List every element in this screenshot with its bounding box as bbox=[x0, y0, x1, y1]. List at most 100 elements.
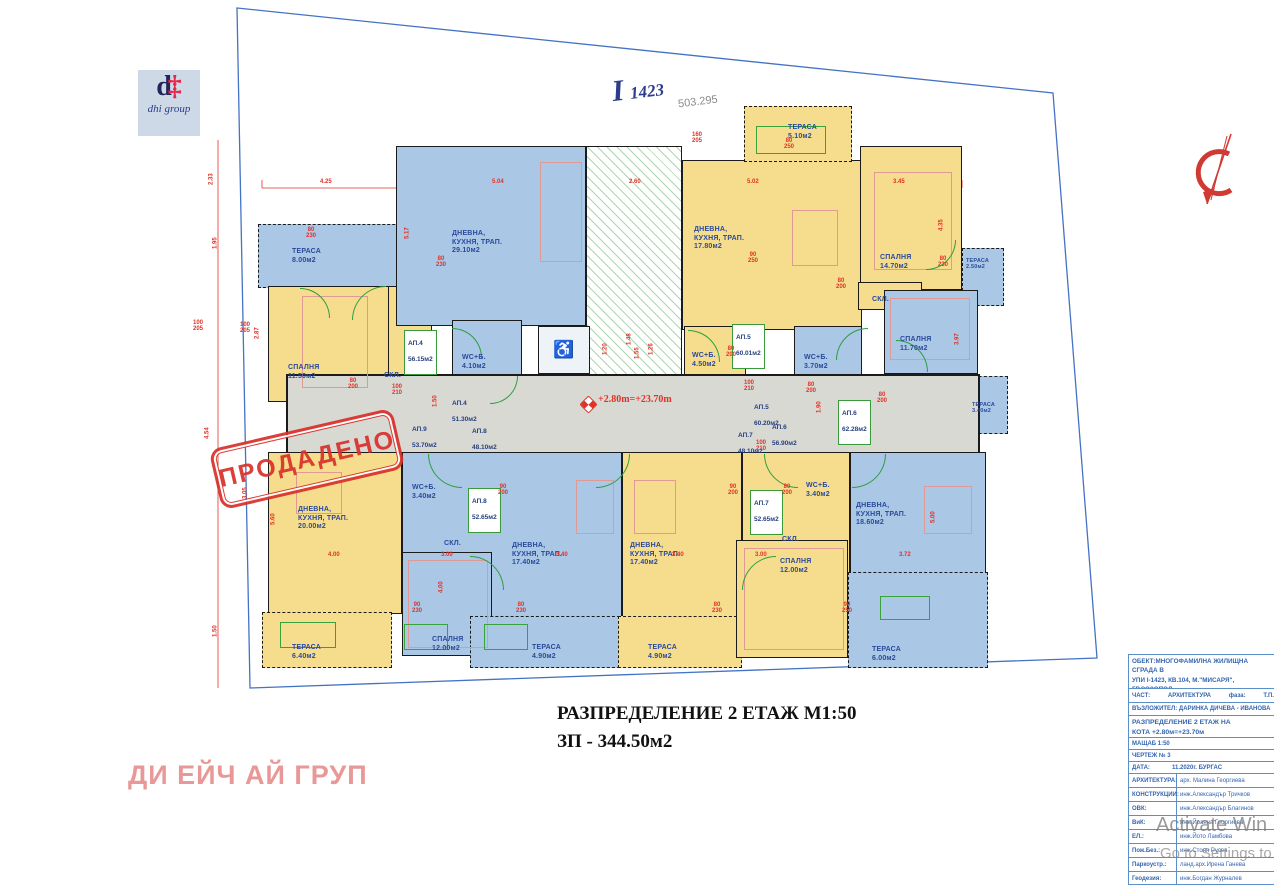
furniture-outline bbox=[404, 624, 448, 650]
dimension-label: 4.25 bbox=[320, 179, 332, 185]
titleblock-person-row: Пож.Без.: инж.Стоян Русев bbox=[1129, 844, 1274, 858]
room-label: ТЕРАСА 8.00м2 bbox=[292, 240, 321, 274]
titleblock-person-row: ВиК: инж.Йоанна Георгиева bbox=[1129, 816, 1274, 830]
room-label: WC+Б. 4.50м2 bbox=[692, 344, 716, 378]
apartment-area: 48.10м2 bbox=[472, 444, 497, 452]
dimension-label: 3.72 bbox=[899, 552, 911, 558]
room-label: СКЛ. bbox=[872, 288, 889, 313]
furniture-outline bbox=[792, 210, 838, 266]
room-block bbox=[860, 146, 962, 290]
phase-value: Т.П. bbox=[1263, 692, 1274, 699]
room-block bbox=[682, 160, 862, 330]
room-area: 17.40м2 bbox=[630, 559, 658, 567]
apartment-area: 52.65м2 bbox=[472, 514, 497, 522]
room-name: СПАЛНЯ bbox=[288, 364, 320, 372]
furniture-outline bbox=[890, 298, 970, 360]
room-label: ДНЕВНА, КУХНЯ, ТРАП. 29.10м2 bbox=[452, 222, 502, 264]
drawing-title-line1: РАЗПРЕДЕЛЕНИЕ 2 ЕТАЖ М1:50 bbox=[557, 703, 857, 724]
furniture-outline bbox=[576, 480, 614, 534]
room-name: СКЛ. bbox=[872, 296, 889, 304]
room-name: ДНЕВНА, КУХНЯ, ТРАП. bbox=[630, 542, 681, 558]
room-name: ТЕРАСА bbox=[532, 644, 562, 652]
room-label: СПАЛНЯ 11.70м2 bbox=[900, 328, 931, 362]
phase-label: фаза: bbox=[1228, 692, 1246, 699]
dimension-label: 90 250 bbox=[748, 252, 759, 265]
dimension-label: 80 230 bbox=[436, 256, 447, 269]
apartment-id: АП.6 bbox=[772, 424, 787, 432]
room-name: ТЕРАСА bbox=[872, 646, 902, 654]
dimension-label: 4.35 bbox=[938, 219, 945, 231]
apartment-label: АП.8 52.65м2 bbox=[468, 488, 501, 533]
dimension-label: 5.00 bbox=[930, 511, 937, 523]
level-mark-label: +2.80m=+23.70m bbox=[598, 394, 672, 405]
room-name: ТЕРАСА bbox=[788, 124, 818, 132]
person-name: инж.Александър Благинов bbox=[1180, 805, 1254, 812]
apartment-id: АП.5 bbox=[754, 404, 769, 412]
furniture-outline bbox=[924, 486, 972, 534]
dimension-label: 80 200 bbox=[877, 392, 888, 405]
room-block bbox=[268, 452, 402, 614]
room-label: СПАЛНЯ 11.50м2 bbox=[288, 356, 319, 390]
room-label: ДНЕВНА, КУХНЯ, ТРАП. 18.60м2 bbox=[856, 494, 906, 536]
titleblock-date-row: ДАТА: 11.2020г. БУРГАС bbox=[1129, 762, 1274, 774]
person-role: ЕЛ.: bbox=[1129, 830, 1177, 843]
dimension-label: 1.20 bbox=[602, 343, 609, 355]
title-block: ОБЕКТ:МНОГОФАМИЛНА ЖИЛИЩНА СГРАДА В УПИ … bbox=[1128, 654, 1274, 885]
furniture-outline bbox=[408, 560, 488, 648]
person-name: ланд.арх.Ирена Ганева bbox=[1180, 861, 1246, 868]
room-name: ДНЕВНА, КУХНЯ, ТРАП. bbox=[856, 502, 907, 518]
apartment-label: АП.4 56.15м2 bbox=[404, 330, 437, 375]
person-role: КОНСТРУКЦИИ: bbox=[1129, 788, 1179, 801]
room-name: ТЕРАСА bbox=[292, 644, 322, 652]
titleblock-object: ОБЕКТ:МНОГОФАМИЛНА ЖИЛИЩНА СГРАДА В УПИ … bbox=[1129, 655, 1274, 689]
room-name: ТЕРАСА bbox=[648, 644, 678, 652]
room-area: 8.00м2 bbox=[292, 256, 316, 264]
dhi-group-logo: d‡ dhi group bbox=[138, 70, 200, 136]
dimension-label: 4.00 bbox=[328, 552, 340, 558]
dimension-label: 80 200 bbox=[726, 346, 737, 359]
person-name: инж.Йоанна Георгиева bbox=[1180, 819, 1244, 826]
dimension-label: 3.40 bbox=[672, 552, 684, 558]
apartment-area: 60.20м2 bbox=[754, 420, 779, 428]
furniture-outline bbox=[880, 596, 930, 620]
dimension-label: 5.60 bbox=[270, 513, 277, 525]
dimension-label: 80 230 bbox=[516, 602, 527, 615]
apartment-area: 53.70м2 bbox=[412, 442, 437, 450]
room-name: СПАЛНЯ bbox=[880, 254, 912, 262]
room-label: WC+Б. 3.40м2 bbox=[412, 476, 436, 510]
dimension-label: 80 200 bbox=[836, 278, 847, 291]
furniture-outline bbox=[634, 480, 676, 534]
room-label: WC+Б. 3.40м2 bbox=[806, 474, 830, 508]
dimension-label: 80 200 bbox=[806, 382, 817, 395]
dimension-label: 80 230 bbox=[938, 256, 949, 269]
titleblock-client: ВЪЗЛОЖИТЕЛ: ДАРИНКА ДИЧЕВА - ИВАНОВА bbox=[1129, 703, 1274, 716]
dimension-label: 2.60 bbox=[629, 179, 641, 185]
dimension-label: 100 210 bbox=[392, 384, 403, 397]
room-name: СКЛ. bbox=[384, 372, 401, 380]
furniture-outline bbox=[874, 172, 952, 270]
titleblock-sheet: ЧЕРТЕЖ № 3 bbox=[1129, 750, 1274, 762]
room-label: ТЕРАСА 3.40м2 bbox=[972, 396, 995, 420]
dimension-label: 2.87 bbox=[254, 327, 261, 339]
dimension-label: 3.45 bbox=[893, 179, 905, 185]
room-area: 29.10м2 bbox=[452, 247, 480, 255]
titleblock-person-row: ОВК: инж.Александър Благинов bbox=[1129, 802, 1274, 816]
elevator-cell: ♿ bbox=[538, 326, 590, 374]
apartment-label: АП.4 51.30м2 bbox=[452, 392, 477, 433]
room-name: ТЕРАСА bbox=[292, 248, 322, 256]
person-role: Геодезия: bbox=[1129, 872, 1177, 885]
dimension-label: 3.97 bbox=[954, 333, 961, 345]
room-area: 3.40м2 bbox=[412, 492, 436, 500]
person-role: Пож.Без.: bbox=[1129, 844, 1177, 857]
room-label: ДНЕВНА, КУХНЯ, ТРАП. 17.40м2 bbox=[512, 534, 562, 576]
apartment-id: АП.9 bbox=[412, 426, 427, 434]
furniture-outline bbox=[280, 622, 336, 648]
apartment-id: АП.6 bbox=[842, 410, 857, 418]
room-name: СПАЛНЯ bbox=[780, 558, 812, 566]
room-name: WC+Б. bbox=[462, 354, 486, 362]
person-role: ВиК: bbox=[1129, 816, 1177, 829]
apartment-label: АП.7 52.65м2 bbox=[750, 490, 783, 535]
furniture-outline bbox=[540, 162, 582, 262]
apartment-label: АП.6 62.28м2 bbox=[838, 400, 871, 445]
